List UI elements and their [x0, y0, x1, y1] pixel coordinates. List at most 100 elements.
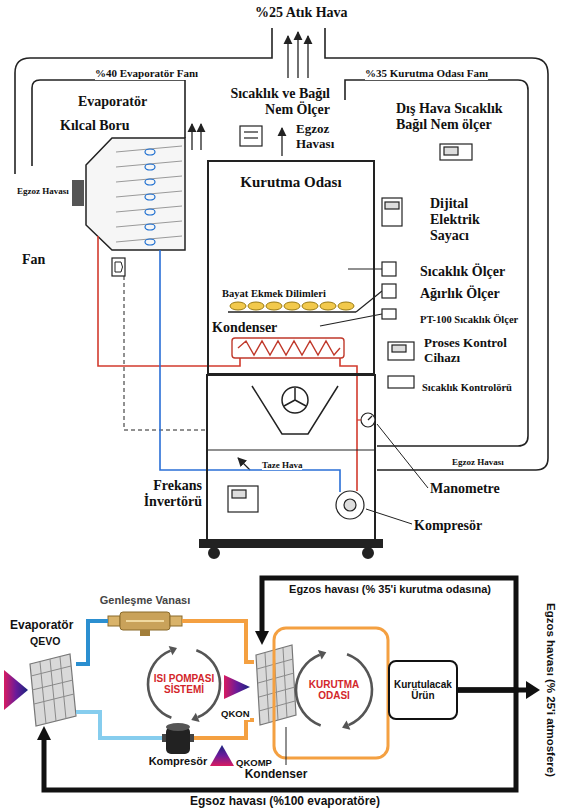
fan-housing: [284, 388, 306, 406]
instrument: [361, 413, 375, 427]
evaporator-unit: [145, 149, 155, 155]
condenser-coil: [232, 338, 344, 358]
instrument: [232, 490, 246, 498]
condenser-coil: [257, 648, 295, 723]
instrument: [244, 131, 258, 132]
part-label: %35 Kurutma Odası Fanı: [365, 67, 488, 80]
instrument: [336, 491, 364, 519]
heat-arrow: [224, 675, 250, 699]
evaporator-unit: [145, 194, 155, 200]
text-slot: Kondenser: [245, 768, 308, 782]
part-label: Sıcaklık ve Bağıl Nem Ölçer: [218, 86, 330, 118]
expansion-valve: [140, 630, 150, 636]
part-name: Kompresör: [149, 755, 208, 768]
part-label: Evaporatör: [78, 94, 147, 110]
part-label: Dış Hava Sıcaklık Bağıl Nem ölçer: [396, 101, 520, 133]
expansion-valve-icon: Genleşme Vanası: [108, 612, 182, 630]
instrument: [344, 499, 356, 511]
part-label: %40 Evaporatör Fanı: [95, 67, 198, 80]
text-slot: Sıcaklık ve Bağıl Nem Ölçer: [218, 86, 330, 118]
leader-line: [366, 509, 412, 524]
compressor-unit: [166, 723, 190, 731]
compressor-unit: [166, 727, 190, 754]
product-box: Kurutulacak Ürün: [388, 660, 458, 720]
compressor-icon: Kompresör: [162, 722, 194, 754]
compressor-unit: [162, 734, 166, 742]
evaporator-unit: [72, 138, 185, 276]
leader-line: [377, 424, 428, 488]
bread-slices: [230, 302, 246, 310]
cycle-arrow: [196, 649, 221, 719]
evaporator-unit: [145, 209, 155, 215]
text-slot: QKOMP: [236, 752, 272, 770]
air-arrow: [238, 458, 250, 470]
text-slot: Egzoz Havası: [296, 122, 344, 152]
part-name: Genleşme Vanası: [100, 594, 191, 607]
text-slot: QKON: [221, 703, 250, 721]
text-slot: Bayat Ekmek Dilimleri: [222, 283, 326, 301]
part-name: Evaporatör: [10, 619, 73, 633]
part-label: Frekans İnvertörü: [130, 478, 202, 510]
part-label: Sıcaklık Ölçer: [420, 264, 505, 280]
expansion-valve: [126, 620, 164, 622]
text-slot: Sıcaklık Ölçer: [420, 262, 505, 280]
bread-slices: [284, 302, 300, 310]
evaporator-unit: [115, 262, 123, 272]
text-slot: Kompresör: [149, 755, 208, 768]
evaporator-unit: [145, 149, 155, 245]
instrument: [356, 291, 382, 312]
fan-housing: [282, 387, 308, 413]
expansion-valve: [170, 616, 182, 626]
expansion-valve: [108, 616, 120, 626]
cycle-arrow: [147, 646, 222, 722]
arrow-head: [342, 721, 350, 730]
part-label: Ağırlık Ölçer: [420, 286, 500, 302]
text-slot: Egzos havası (% 25'i atmosfere): [543, 603, 561, 777]
text-slot: Dijital Elektrik Sayacı: [430, 196, 492, 244]
instrument: [440, 144, 472, 160]
box-text: Kurutulacak Ürün: [390, 679, 456, 702]
instrument: [368, 416, 372, 420]
room-title: Kurutma Odası: [240, 174, 341, 191]
bread-slices: [228, 311, 356, 313]
part-label: Taze Hava: [262, 460, 302, 470]
air-arrow: [297, 32, 298, 78]
part-label: QKON: [221, 709, 250, 720]
text-slot: Egsoz havası (%100 evaporatöre): [190, 795, 380, 809]
drying-chamber: Kurutma Odası: [207, 160, 375, 375]
evaporator-coil: [30, 654, 76, 726]
evaporator-unit: [116, 146, 182, 242]
cycle-arrow: [295, 654, 321, 727]
instrument: [382, 198, 402, 226]
part-label: %25 Atık Hava: [255, 5, 348, 21]
instrument: [444, 147, 458, 155]
evaporator-unit: [145, 179, 155, 185]
expansion-valve: [108, 612, 182, 636]
text-slot: Egzoz Havası: [452, 451, 504, 469]
cycle-arrow: [347, 653, 374, 726]
part-label: Egzoz Havası: [296, 122, 344, 152]
refrigerant-line: [98, 236, 357, 492]
condenser-coil: [238, 341, 340, 355]
part-label: Kondenser: [212, 320, 277, 336]
part-label: Sıcaklık Kontrolörü: [422, 382, 512, 394]
leader-line: [286, 727, 287, 765]
exhaust-arrow: [526, 681, 540, 699]
part-label: Fan: [22, 252, 45, 268]
air-duct: [32, 80, 185, 166]
leader-line: [366, 424, 428, 524]
evaporator-coil: [31, 657, 74, 724]
evaporator-unit: [145, 239, 155, 245]
text-slot: QEVO: [30, 635, 60, 647]
cabinet: [200, 375, 382, 558]
fan-housing: [252, 386, 338, 434]
bread-slices: [320, 302, 336, 310]
compressor-unit: [190, 734, 194, 742]
condenser-icon: Kondenser: [254, 645, 298, 725]
instrument: [388, 342, 414, 360]
refrigerant-pipe: [194, 720, 254, 738]
instrument: [244, 137, 258, 138]
arrow-head: [318, 650, 326, 659]
refrigerant-line: [160, 250, 340, 492]
